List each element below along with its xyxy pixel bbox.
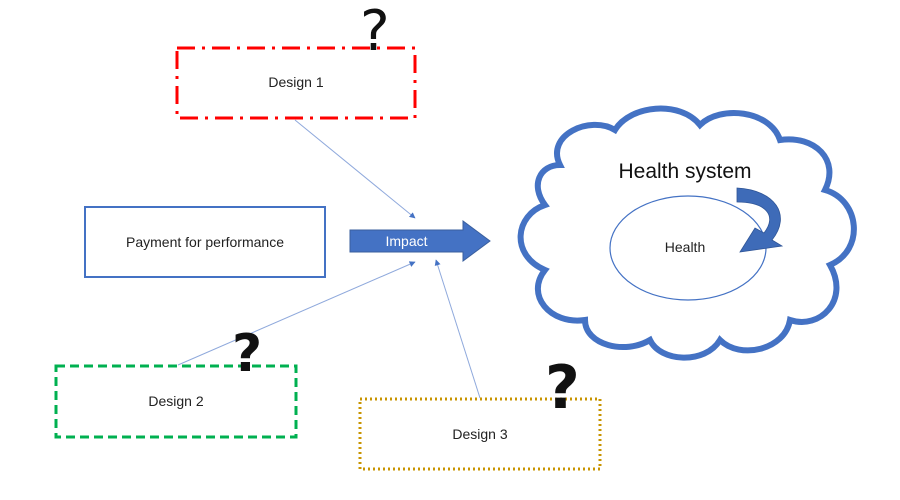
design-2-label: Design 2 — [148, 393, 204, 409]
payment-for-performance-label: Payment for performance — [126, 234, 284, 250]
design-1-box[interactable] — [175, 46, 417, 120]
design-3-label: Design 3 — [452, 426, 508, 442]
curved-arrow-icon — [736, 187, 784, 253]
design-1-label: Design 1 — [268, 74, 324, 90]
design-2-question-icon: ? — [232, 324, 263, 384]
connector-design3-impact — [434, 259, 481, 399]
health-system-label: Health system — [618, 160, 752, 183]
design-3-box[interactable] — [358, 397, 602, 471]
health-label: Health — [664, 239, 706, 255]
design-2-box[interactable] — [54, 364, 298, 439]
impact-label: Impact — [385, 233, 428, 249]
impact-arrow[interactable] — [349, 220, 491, 262]
design-1-question-icon: ? — [360, 0, 390, 64]
connector-design2-impact — [177, 261, 416, 366]
design-3-question-icon: ? — [545, 353, 580, 423]
payment-for-performance-box[interactable] — [84, 206, 326, 278]
connector-design1-impact — [294, 119, 416, 219]
